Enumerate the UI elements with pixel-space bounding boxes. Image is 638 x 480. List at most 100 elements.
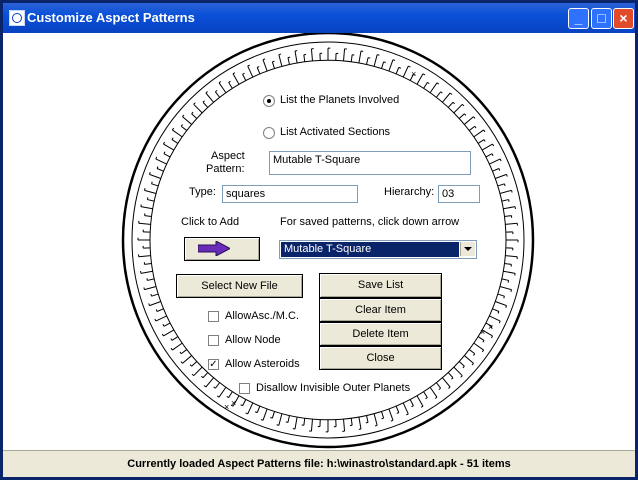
planet-marker-icon: × xyxy=(231,398,236,408)
wheel-tick-bar xyxy=(381,417,384,420)
status-bar: Currently loaded Aspect Patterns file: h… xyxy=(3,450,635,477)
wheel-tick xyxy=(202,372,209,379)
wheel-tick xyxy=(489,315,501,322)
wheel-tick-bar xyxy=(473,116,476,119)
wheel-tick-bar xyxy=(193,102,196,105)
wheel-tick xyxy=(505,222,518,225)
wheel-tick xyxy=(453,366,463,377)
wheel-tick-bar xyxy=(276,424,279,426)
wheel-tick-bar xyxy=(151,181,153,184)
wheel-tick-bar xyxy=(228,80,231,83)
type-label: Type: xyxy=(189,186,216,198)
save-list-button[interactable]: Save List xyxy=(319,273,442,298)
delete-item-button[interactable]: Delete Item xyxy=(319,322,442,346)
wheel-tick-bar xyxy=(510,289,513,293)
wheel-tick xyxy=(458,113,465,119)
wheel-tick xyxy=(442,92,451,103)
wheel-tick xyxy=(481,143,493,151)
wheel-tick xyxy=(278,54,283,67)
minimize-button[interactable]: _ xyxy=(568,8,589,29)
wheel-tick xyxy=(182,355,192,364)
wheel-tick xyxy=(138,255,151,258)
wheel-tick xyxy=(350,54,353,62)
wheel-tick xyxy=(228,391,233,398)
allow-node-checkbox[interactable] xyxy=(208,335,219,346)
dropdown-arrow-icon[interactable] xyxy=(460,242,475,256)
wheel-tick xyxy=(140,270,153,274)
planet-marker-icon: × xyxy=(411,69,416,79)
wheel-tick xyxy=(144,286,157,291)
allow-asc-mc-checkbox[interactable] xyxy=(208,311,219,322)
wheel-tick-bar xyxy=(170,338,173,341)
wheel-tick-bar xyxy=(411,405,414,408)
wheel-tick xyxy=(499,189,512,194)
wheel-tick-bar xyxy=(436,82,440,85)
wheel-tick-bar xyxy=(462,365,465,369)
wheel-tick-bar xyxy=(390,419,394,422)
wheel-tick xyxy=(180,349,188,355)
right-arrow-icon xyxy=(198,241,230,256)
wheel-tick-bar xyxy=(163,151,166,154)
wheel-tick-bar xyxy=(483,139,486,142)
wheel-tick xyxy=(193,366,203,377)
wheel-tick xyxy=(481,329,493,337)
wheel-tick-bar xyxy=(497,311,500,314)
list-planets-radio[interactable] xyxy=(263,95,275,107)
select-new-file-button[interactable]: Select New File xyxy=(176,274,303,298)
aspect-pattern-label-line2: Pattern: xyxy=(206,163,245,175)
list-sections-radio[interactable] xyxy=(263,127,275,139)
wheel-tick xyxy=(278,413,283,426)
wheel-tick xyxy=(366,415,369,423)
wheel-tick-bar xyxy=(451,377,454,380)
wheel-tick-bar xyxy=(498,168,501,171)
wheel-tick-bar xyxy=(191,111,194,115)
wheel-tick xyxy=(144,262,152,265)
clear-item-button[interactable]: Clear Item xyxy=(319,298,442,322)
close-window-button[interactable]: × xyxy=(613,8,634,29)
wheel-tick xyxy=(256,405,261,413)
wheel-tick xyxy=(492,308,500,312)
close-button[interactable]: Close xyxy=(319,346,442,370)
disallow-outer-planets-checkbox[interactable] xyxy=(239,383,250,394)
title-bar[interactable]: Customize Aspect Patterns _ □ × xyxy=(3,3,635,33)
wheel-tick-bar xyxy=(245,412,248,415)
hierarchy-label: Hierarchy: xyxy=(384,186,435,198)
type-input[interactable]: squares xyxy=(222,185,358,203)
allow-asteroids-checkbox[interactable]: ✓ xyxy=(208,359,219,370)
wheel-tick xyxy=(242,74,247,81)
add-pattern-button[interactable] xyxy=(184,237,260,261)
wheel-tick xyxy=(464,116,474,125)
wheel-tick-bar xyxy=(511,190,513,193)
allow-node-label: Allow Node xyxy=(225,334,281,346)
wheel-tick-bar xyxy=(180,124,183,127)
wheel-tick xyxy=(205,92,214,103)
wheel-tick xyxy=(303,418,306,426)
saved-patterns-dropdown[interactable]: Mutable T-Square xyxy=(279,240,477,259)
wheel-tick-bar xyxy=(422,73,426,76)
wheel-outer-ring xyxy=(121,33,535,449)
wheel-tick xyxy=(218,82,227,94)
wheel-tick xyxy=(468,125,476,131)
wheel-tick-bar xyxy=(490,326,493,329)
wheel-tick-bar xyxy=(150,293,153,297)
wheel-tick xyxy=(214,91,221,98)
wheel-tick xyxy=(242,399,247,406)
wheel-tick xyxy=(147,199,155,202)
wheel-tick xyxy=(218,386,227,398)
wheel-tick xyxy=(504,262,512,265)
wheel-tick xyxy=(144,215,152,218)
wheel-tick xyxy=(138,222,151,225)
aspect-pattern-input[interactable]: Mutable T-Square xyxy=(269,151,471,175)
wheel-tick xyxy=(191,113,198,119)
wheel-tick-bar xyxy=(154,318,157,322)
wheel-tick-bar xyxy=(254,411,258,414)
wheel-tick xyxy=(468,349,476,355)
wheel-tick-bar xyxy=(247,64,250,67)
wheel-tick-bar xyxy=(413,73,416,76)
wheel-tick-bar xyxy=(270,417,273,419)
wheel-tick-bar xyxy=(278,53,282,56)
hierarchy-input[interactable]: 03 xyxy=(438,185,480,203)
maximize-button[interactable]: □ xyxy=(591,8,612,29)
wheel-tick xyxy=(442,377,451,388)
